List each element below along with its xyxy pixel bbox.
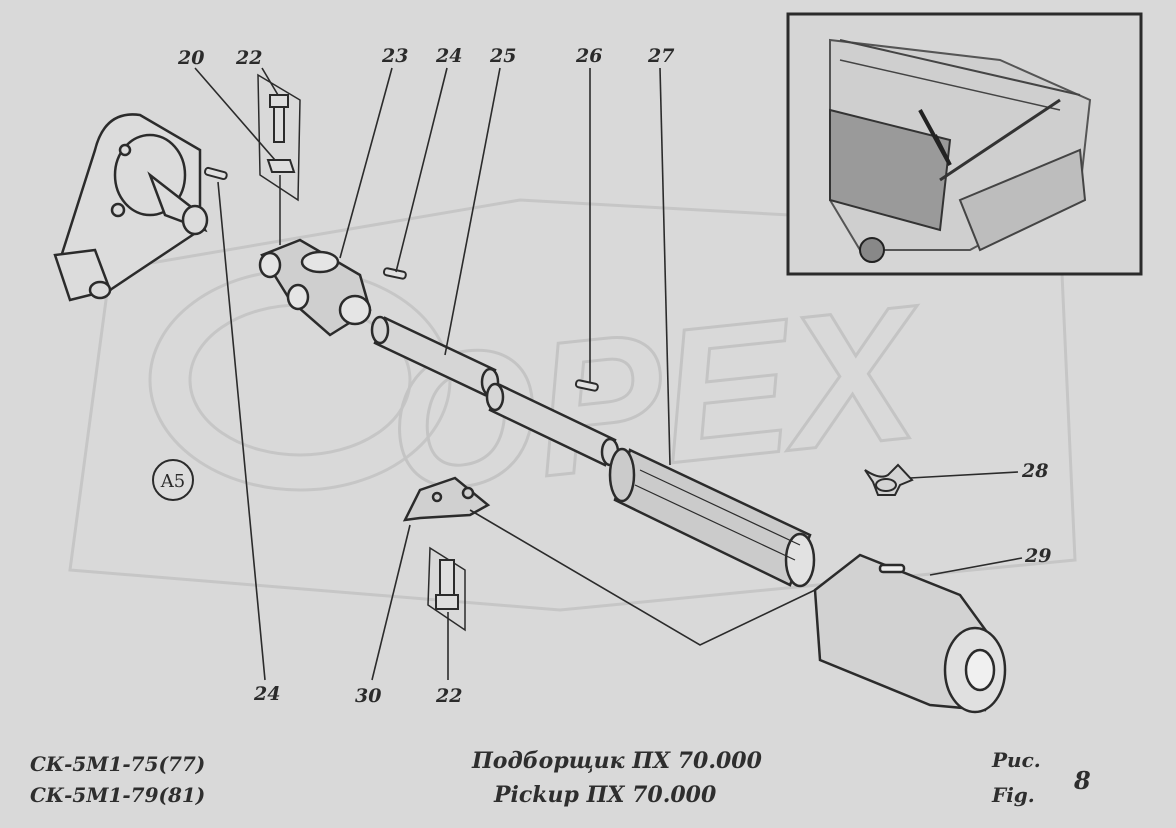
pin-24-middle bbox=[382, 267, 407, 280]
section-mark-label: A5 bbox=[160, 471, 185, 492]
wing-nut-28 bbox=[864, 463, 914, 496]
callout-27: 27 bbox=[647, 45, 674, 67]
pin-24-left bbox=[204, 166, 228, 181]
callout-29: 29 bbox=[1024, 545, 1051, 567]
leader-lines bbox=[194, 67, 1023, 681]
title-en: Pickup ПХ 70.000 bbox=[494, 782, 717, 808]
callout-24-bottom: 24 bbox=[253, 683, 280, 705]
universal-joint-23 bbox=[258, 238, 372, 337]
callout-24-top: 24 bbox=[435, 45, 462, 67]
shaft-26 bbox=[485, 382, 620, 467]
callout-30: 30 bbox=[355, 685, 381, 707]
model-line-1: СК-5М1-75(77) bbox=[30, 752, 206, 776]
tube-27 bbox=[608, 447, 816, 588]
bracket-30 bbox=[402, 476, 491, 522]
bolt-nut-22-upper bbox=[257, 73, 301, 245]
callout-22-top: 22 bbox=[235, 47, 262, 69]
callout-26: 26 bbox=[575, 45, 602, 67]
section-mark-a5: A5 bbox=[152, 459, 194, 501]
callout-labels: 20 22 23 24 25 26 27 28 29 24 30 22 bbox=[177, 45, 1051, 707]
bearing-housing-part bbox=[53, 113, 209, 302]
model-line-2: СК-5М1-79(81) bbox=[30, 783, 206, 807]
title-ru: Подборщик ПХ 70.000 bbox=[472, 748, 762, 774]
cone-29 bbox=[813, 553, 1007, 714]
callout-20: 20 bbox=[177, 47, 204, 69]
callout-25: 25 bbox=[489, 45, 516, 67]
callout-23: 23 bbox=[381, 45, 408, 67]
callout-28: 28 bbox=[1021, 460, 1048, 482]
figure-number: 8 bbox=[1074, 766, 1091, 795]
callout-22-bottom: 22 bbox=[435, 685, 462, 707]
fig-label-en: Fig. bbox=[992, 783, 1035, 807]
fig-label-ru: Рис. bbox=[992, 748, 1041, 772]
bolt-22-lower bbox=[427, 546, 466, 632]
pin-26 bbox=[574, 379, 599, 392]
inset-location-view bbox=[786, 12, 1143, 276]
